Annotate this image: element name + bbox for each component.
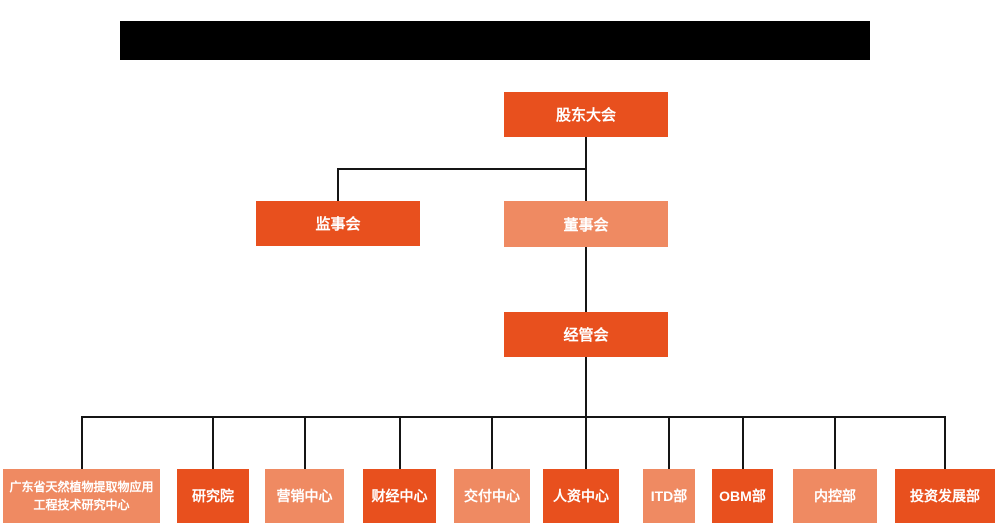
- connector-drop-dept-7: [668, 416, 670, 469]
- node-management-committee: 经管会: [504, 312, 668, 357]
- node-label: 研究院: [192, 488, 234, 504]
- node-label: 交付中心: [464, 488, 520, 504]
- connector-drop-dept-5: [491, 416, 493, 469]
- connector-drop-dept-3: [304, 416, 306, 469]
- node-label: 内控部: [814, 488, 856, 504]
- connector-drop-dept-4: [399, 416, 401, 469]
- node-dept-research-institute: 研究院: [177, 469, 249, 523]
- connector-drop-dept-2: [212, 416, 214, 469]
- node-dept-obm: OBM部: [712, 469, 773, 523]
- connector-departments-horizontal: [81, 416, 945, 418]
- node-label: 广东省天然植物提取物应用工程技术研究中心: [9, 480, 154, 512]
- connector-drop-dept-9: [834, 416, 836, 469]
- connector-management-down: [585, 357, 587, 469]
- connector-drop-dept-1: [81, 416, 83, 469]
- connector-drop-dept-10: [944, 416, 946, 469]
- node-label: 董事会: [563, 216, 609, 234]
- connector-to-supervisory: [337, 168, 339, 201]
- node-dept-internal-control: 内控部: [793, 469, 877, 523]
- node-label: OBM部: [719, 488, 766, 504]
- node-shareholders-meeting: 股东大会: [504, 92, 668, 137]
- redacted-title-bar: [120, 21, 870, 60]
- connector-level2-horizontal: [337, 168, 587, 170]
- node-label: 股东大会: [555, 107, 616, 124]
- node-label: 监事会: [315, 216, 361, 233]
- node-label: 人资中心: [553, 488, 609, 504]
- connector-board-to-management: [585, 246, 587, 312]
- node-dept-marketing-center: 营销中心: [265, 469, 344, 523]
- connector-drop-dept-8: [742, 416, 744, 469]
- node-dept-research-center: 广东省天然植物提取物应用工程技术研究中心: [3, 469, 160, 523]
- node-label: 投资发展部: [910, 488, 980, 504]
- node-label: 财经中心: [371, 488, 428, 504]
- node-dept-hr-center: 人资中心: [543, 469, 619, 523]
- node-board-of-directors: 董事会: [504, 201, 668, 247]
- node-dept-itd: ITD部: [643, 469, 695, 523]
- node-label: ITD部: [650, 488, 688, 504]
- node-dept-delivery-center: 交付中心: [454, 469, 530, 523]
- node-supervisory-board: 监事会: [256, 201, 420, 246]
- node-dept-investment-development: 投资发展部: [895, 469, 995, 523]
- node-label: 经管会: [563, 327, 609, 344]
- node-label: 营销中心: [276, 488, 333, 504]
- node-dept-finance-center: 财经中心: [363, 469, 436, 523]
